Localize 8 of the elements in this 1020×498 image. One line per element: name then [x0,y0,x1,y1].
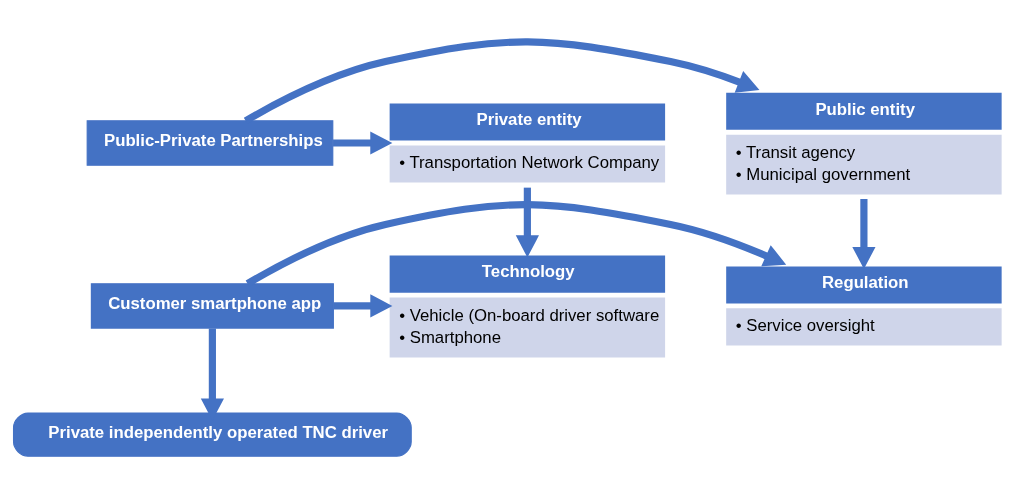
arrow [245,201,787,287]
arrow [515,187,539,258]
arrow [333,131,393,155]
node-box: Public-Private Partnerships [86,120,334,166]
arrow [243,38,760,124]
node-box: Customer smartphone app [90,283,334,329]
node-box: Private independently operated TNC driver [12,412,412,457]
arrow [333,294,393,318]
